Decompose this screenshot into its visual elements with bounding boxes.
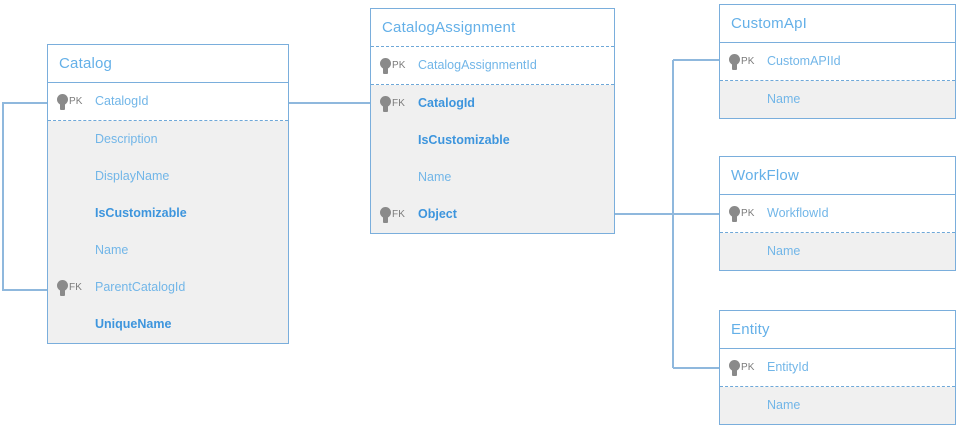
attribute-row[interactable]: Name bbox=[720, 81, 955, 118]
primary-key-section: PK WorkflowId bbox=[720, 195, 955, 233]
primary-key-label: PK bbox=[392, 60, 406, 71]
key-icon bbox=[380, 57, 391, 74]
key-indicator: PK bbox=[729, 349, 755, 386]
attribute-name: Name bbox=[418, 170, 452, 184]
attribute-name: CatalogId bbox=[95, 94, 149, 108]
attribute-row[interactable]: Name bbox=[48, 232, 288, 269]
attribute-row[interactable]: PK WorkflowId bbox=[720, 195, 955, 232]
primary-key-section: PK EntityId bbox=[720, 349, 955, 387]
attribute-row[interactable]: FK Object bbox=[371, 196, 614, 233]
key-indicator: FK bbox=[380, 196, 405, 233]
attribute-name: DisplayName bbox=[95, 169, 170, 183]
attribute-row[interactable]: UniqueName bbox=[48, 306, 288, 343]
foreign-key-label: FK bbox=[392, 209, 405, 220]
attribute-row[interactable]: FK ParentCatalogId bbox=[48, 269, 288, 306]
attribute-name: EntityId bbox=[767, 360, 809, 374]
entity-title: Catalog bbox=[48, 45, 288, 83]
primary-key-label: PK bbox=[741, 362, 755, 373]
primary-key-section: PK CustomAPIId bbox=[720, 43, 955, 81]
primary-key-label: PK bbox=[69, 96, 83, 107]
attribute-name: CustomAPIId bbox=[767, 54, 841, 68]
connector-catalog-self-reference bbox=[2, 102, 47, 291]
attribute-row[interactable]: PK EntityId bbox=[720, 349, 955, 386]
attribute-name: CatalogId bbox=[418, 96, 475, 110]
key-icon bbox=[380, 95, 391, 112]
attribute-name: UniqueName bbox=[95, 317, 172, 331]
attribute-section: Name bbox=[720, 81, 955, 118]
attribute-row[interactable]: PK CatalogAssignmentId bbox=[371, 47, 614, 84]
foreign-key-label: FK bbox=[69, 282, 82, 293]
attribute-row[interactable]: PK CatalogId bbox=[48, 83, 288, 120]
key-icon bbox=[729, 53, 740, 70]
attribute-name: Name bbox=[767, 92, 801, 106]
attribute-row[interactable]: Description bbox=[48, 121, 288, 158]
attribute-name: Name bbox=[95, 243, 129, 257]
key-indicator: PK bbox=[729, 195, 755, 232]
foreign-key-label: FK bbox=[392, 98, 405, 109]
key-icon bbox=[729, 359, 740, 376]
attribute-name: IsCustomizable bbox=[418, 133, 510, 147]
key-indicator: FK bbox=[380, 85, 405, 122]
key-icon bbox=[57, 279, 68, 296]
attribute-name: Object bbox=[418, 207, 457, 221]
key-icon bbox=[57, 93, 68, 110]
attribute-row[interactable]: IsCustomizable bbox=[48, 195, 288, 232]
attribute-name: ParentCatalogId bbox=[95, 280, 186, 294]
attribute-section: Name bbox=[720, 233, 955, 270]
entity-title: Entity bbox=[720, 311, 955, 349]
key-indicator: PK bbox=[57, 83, 83, 120]
attribute-row[interactable]: DisplayName bbox=[48, 158, 288, 195]
attribute-section: Name bbox=[720, 387, 955, 424]
entity-title: WorkFlow bbox=[720, 157, 955, 195]
attribute-row[interactable]: Name bbox=[720, 233, 955, 270]
key-indicator: FK bbox=[57, 269, 82, 306]
attribute-name: IsCustomizable bbox=[95, 206, 187, 220]
attribute-row[interactable]: PK CustomAPIId bbox=[720, 43, 955, 80]
entity-title: CatalogAssignment bbox=[371, 9, 614, 47]
primary-key-label: PK bbox=[741, 56, 755, 67]
attribute-name: Name bbox=[767, 244, 801, 258]
key-icon bbox=[380, 206, 391, 223]
key-indicator: PK bbox=[729, 43, 755, 80]
primary-key-section: PK CatalogAssignmentId bbox=[371, 47, 614, 85]
primary-key-label: PK bbox=[741, 208, 755, 219]
attribute-row[interactable]: Name bbox=[371, 159, 614, 196]
key-indicator: PK bbox=[380, 47, 406, 84]
attribute-name: CatalogAssignmentId bbox=[418, 58, 537, 72]
attribute-name: Description bbox=[95, 132, 158, 146]
attribute-name: Name bbox=[767, 398, 801, 412]
attribute-name: WorkflowId bbox=[767, 206, 829, 220]
attribute-row[interactable]: IsCustomizable bbox=[371, 122, 614, 159]
primary-key-section: PK CatalogId bbox=[48, 83, 288, 121]
key-icon bbox=[729, 205, 740, 222]
attribute-row[interactable]: FK CatalogId bbox=[371, 85, 614, 122]
attribute-row[interactable]: Name bbox=[720, 387, 955, 424]
entity-title: CustomApI bbox=[720, 5, 955, 43]
